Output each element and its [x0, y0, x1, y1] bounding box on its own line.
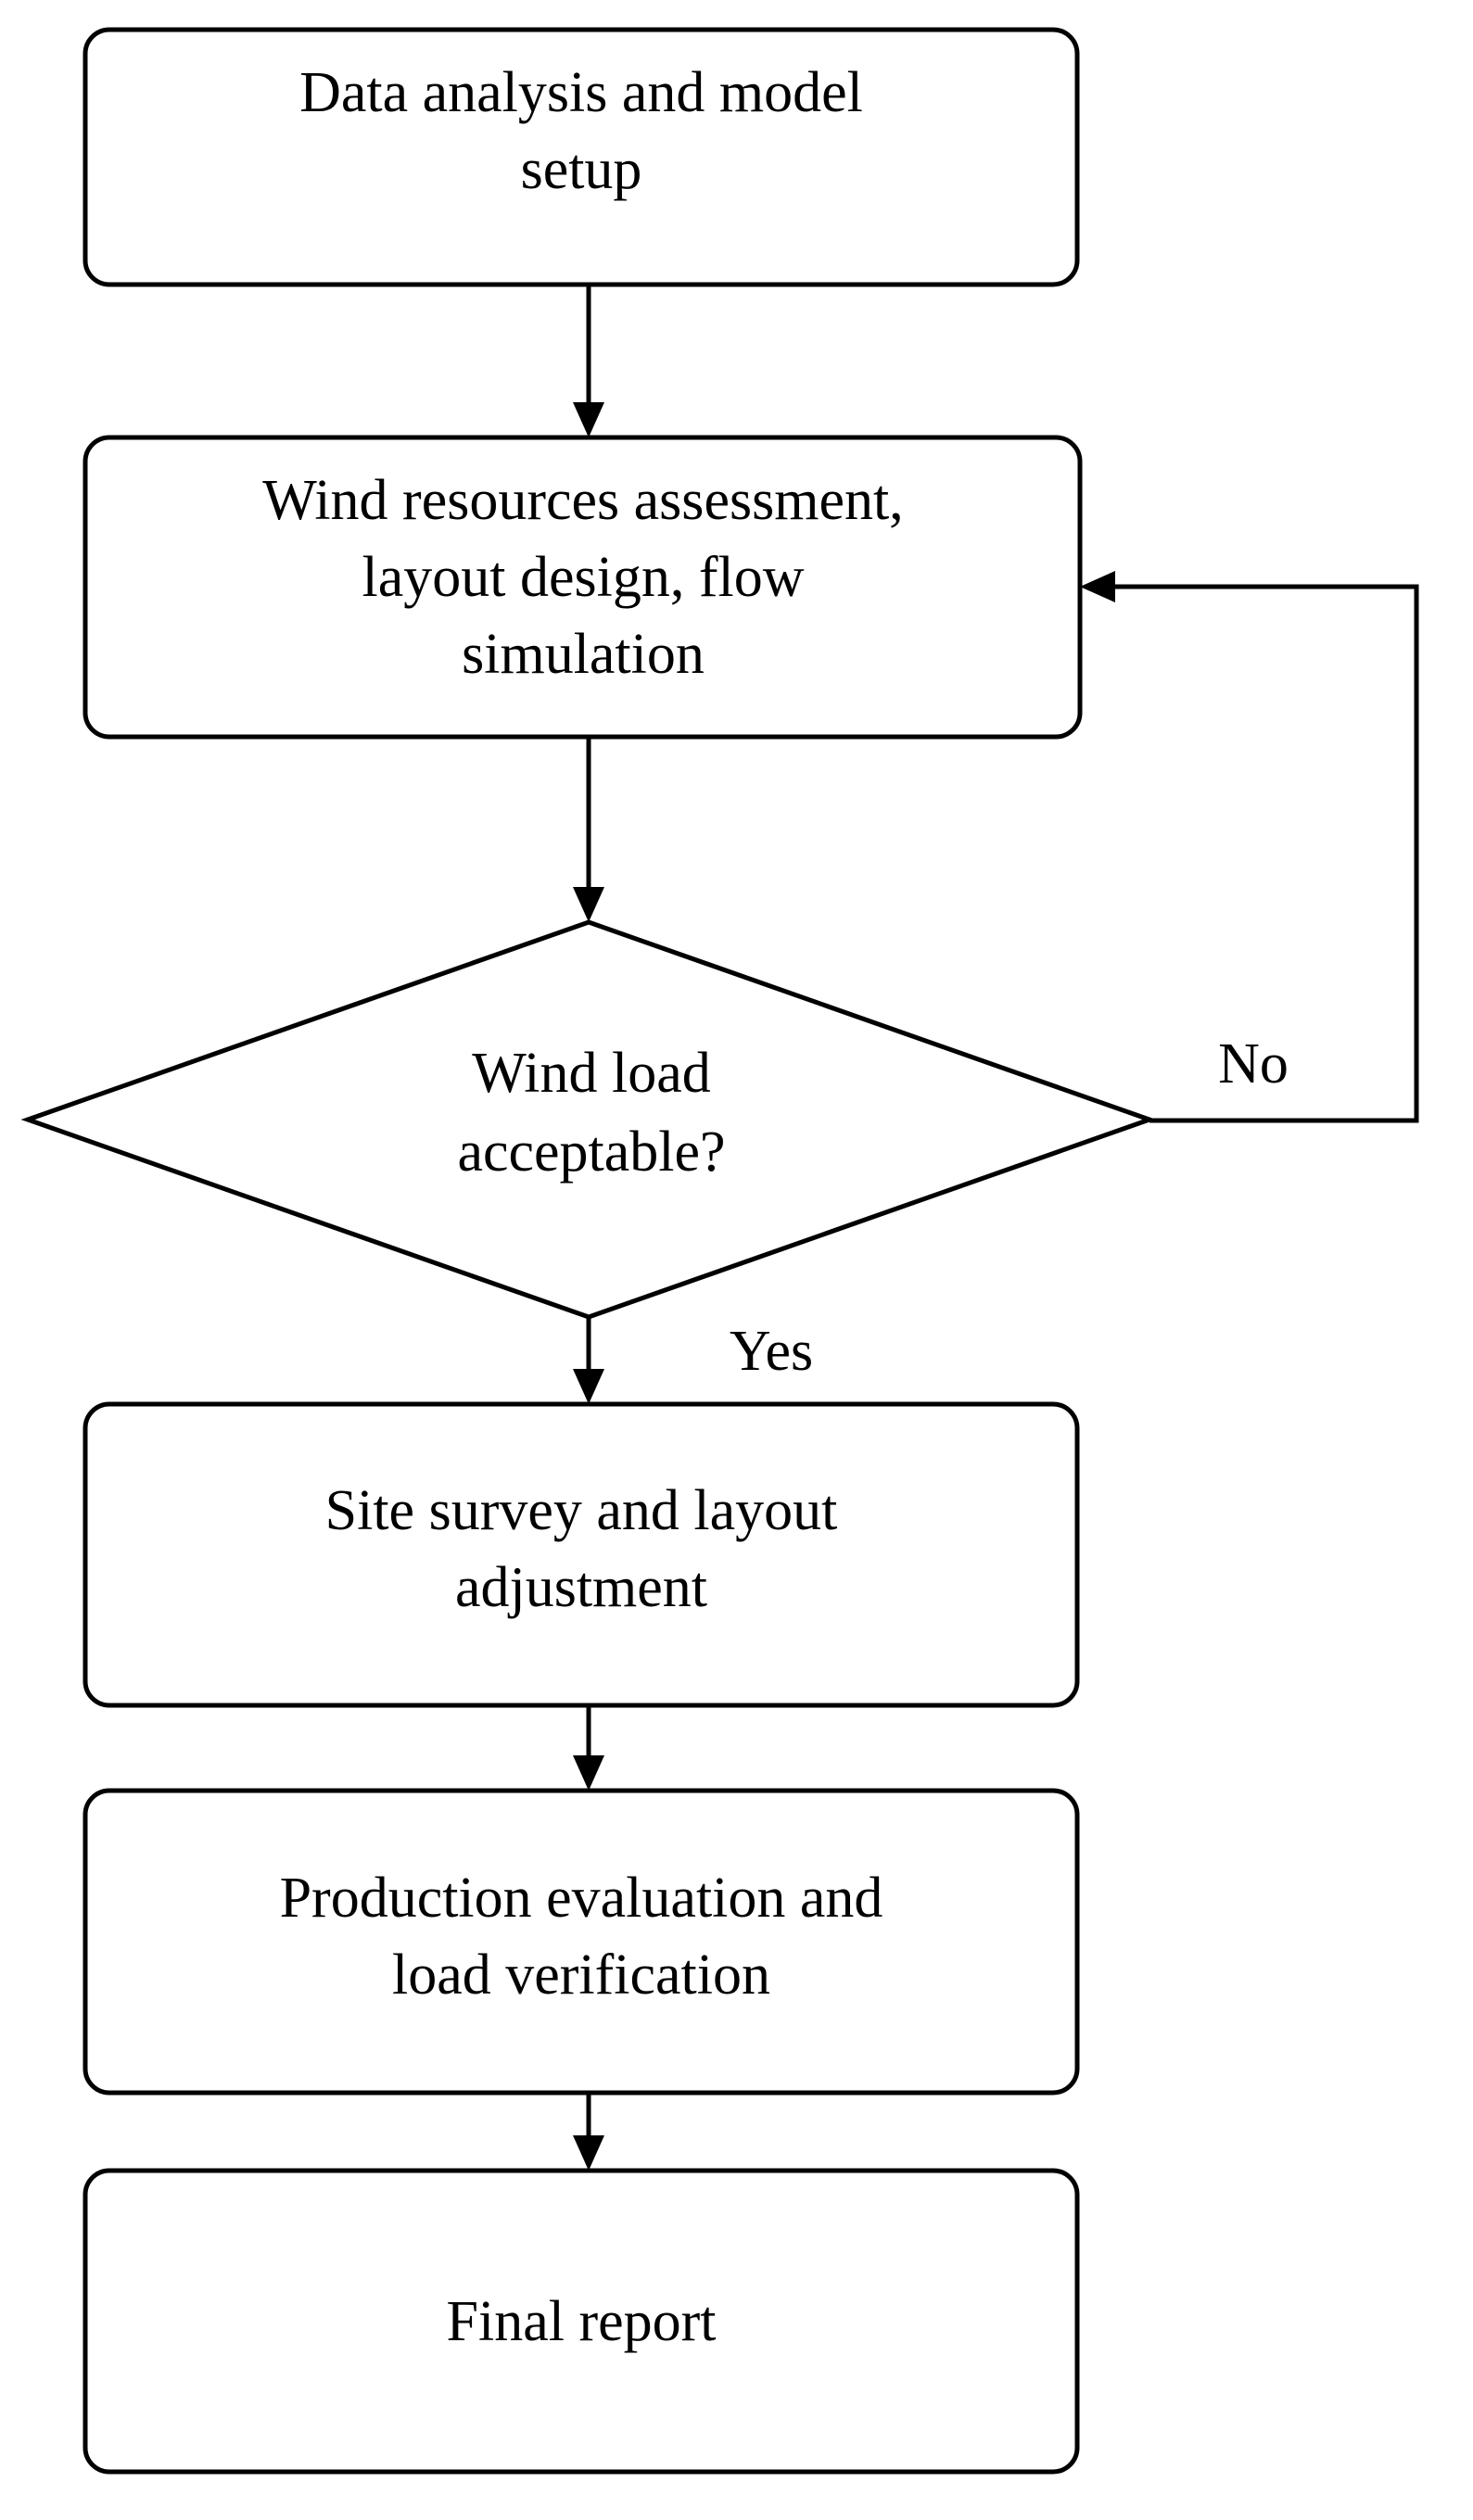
node-final-report-line-1: Final report	[447, 2290, 717, 2353]
node-data-analysis[interactable]: Data analysis and model setup	[83, 27, 1080, 287]
edge-decision-yes-to-site-survey: Yes	[573, 1317, 813, 1404]
node-wind-assessment-line-1: Wind resources assessment,	[262, 469, 903, 532]
node-wind-assessment-shape[interactable]	[83, 435, 1083, 740]
edge-production-to-final-report	[573, 2093, 604, 2171]
node-data-analysis-line-2: setup	[521, 138, 642, 201]
edge-1-arrowhead-icon	[573, 402, 604, 437]
edge-label-no: No	[1218, 1032, 1289, 1095]
edge-wind-assessment-to-decision	[573, 737, 604, 922]
node-site-survey-line-2: adjustment	[455, 1556, 707, 1619]
node-site-survey-line-1: Site survey and layout	[325, 1479, 838, 1542]
edge-label-yes: Yes	[730, 1320, 813, 1383]
edge-no-path	[1108, 584, 1419, 1123]
node-wind-load-decision[interactable]: Wind load acceptable?	[20, 919, 1157, 1320]
edge-no-arrowhead-icon	[1080, 571, 1115, 602]
edge-site-survey-to-production	[573, 1705, 604, 1791]
node-site-survey[interactable]: Site survey and layout adjustment	[83, 1401, 1080, 1708]
edge-data-analysis-to-wind-assessment	[573, 285, 604, 437]
node-wind-assessment-line-3: simulation	[462, 623, 705, 686]
node-production-evaluation[interactable]: Production evaluation and load verificat…	[83, 1788, 1080, 2096]
node-wind-load-decision-line-1: Wind load	[472, 1042, 711, 1105]
node-site-survey-shape[interactable]	[83, 1401, 1080, 1708]
node-wind-assessment[interactable]: Wind resources assessment, layout design…	[83, 435, 1083, 740]
node-wind-load-decision-shape[interactable]	[20, 919, 1157, 1320]
node-final-report[interactable]: Final report	[83, 2168, 1080, 2475]
node-wind-assessment-line-2: layout design, flow	[362, 546, 805, 609]
edge-yes-arrowhead-icon	[573, 1369, 604, 1404]
node-data-analysis-shape[interactable]	[83, 27, 1080, 287]
node-production-evaluation-shape[interactable]	[83, 1788, 1080, 2096]
edge-5-arrowhead-icon	[573, 1755, 604, 1791]
edge-6-arrowhead-icon	[573, 2135, 604, 2171]
node-production-evaluation-line-2: load verification	[392, 1944, 770, 2007]
node-final-report-shape[interactable]	[83, 2168, 1080, 2475]
edge-2-arrowhead-icon	[573, 887, 604, 922]
node-wind-load-decision-line-2: acceptable?	[457, 1121, 725, 1184]
node-production-evaluation-line-1: Production evaluation and	[280, 1867, 883, 1930]
edge-decision-no-feedback: No	[1080, 571, 1419, 1123]
node-data-analysis-line-1: Data analysis and model	[299, 61, 863, 124]
